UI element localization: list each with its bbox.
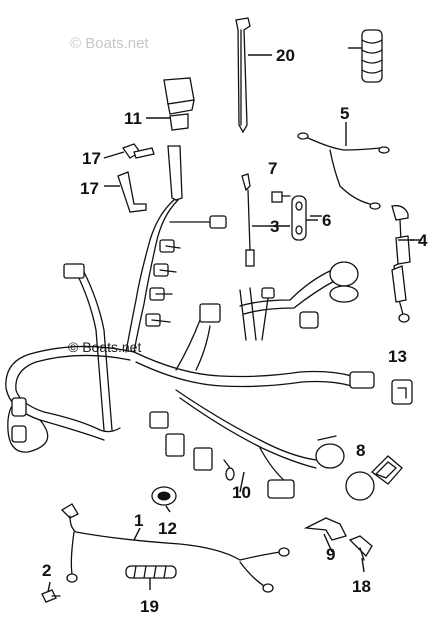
callout-16: 17 (80, 179, 99, 198)
lead-wire-part-1 (60, 503, 290, 593)
bolt-part-17-bottom (348, 535, 373, 561)
callout-19: 19 (140, 597, 159, 616)
callout-4: 4 (418, 231, 428, 250)
callout-9: 9 (326, 545, 335, 564)
screw-part-2 (41, 589, 61, 603)
callout-3: 3 (270, 217, 279, 236)
ground-wire-part-5 (297, 122, 390, 210)
main-harness-part-10 (5, 145, 375, 499)
grommet-part-12 (151, 486, 177, 506)
strap-part-6 (291, 195, 318, 241)
wire-lead-part-3 (241, 173, 268, 267)
clip-part-13 (391, 379, 413, 405)
callout-12: 12 (158, 519, 177, 538)
callout-10: 10 (232, 483, 251, 502)
callout-5: 5 (340, 104, 349, 123)
callout-6: 6 (322, 211, 331, 230)
callout-8: 8 (356, 441, 365, 460)
relay-part-11 (146, 77, 195, 131)
bolt-part-17-top (103, 143, 155, 159)
sleeve-part-19 (125, 565, 177, 590)
callout-1: 1 (134, 511, 143, 530)
callout-18: 20 (276, 46, 295, 65)
cable-part-4 (391, 205, 422, 323)
sleeve-part-20 (348, 29, 383, 83)
callout-17-bottom: 18 (352, 577, 371, 596)
bolt-part-7 (271, 191, 291, 203)
callout-7: 7 (268, 159, 277, 178)
bracket-part-9 (303, 517, 347, 541)
callout-2: 2 (42, 561, 51, 580)
callout-13: 13 (388, 347, 407, 366)
callout-11: 11 (124, 109, 142, 128)
bracket-part-16 (104, 171, 147, 213)
callout-17-top: 17 (82, 149, 101, 168)
cable-tie-part-18 (235, 17, 272, 134)
sensor-part-8 (315, 435, 403, 501)
watermark-top: © Boats.net (70, 35, 149, 52)
